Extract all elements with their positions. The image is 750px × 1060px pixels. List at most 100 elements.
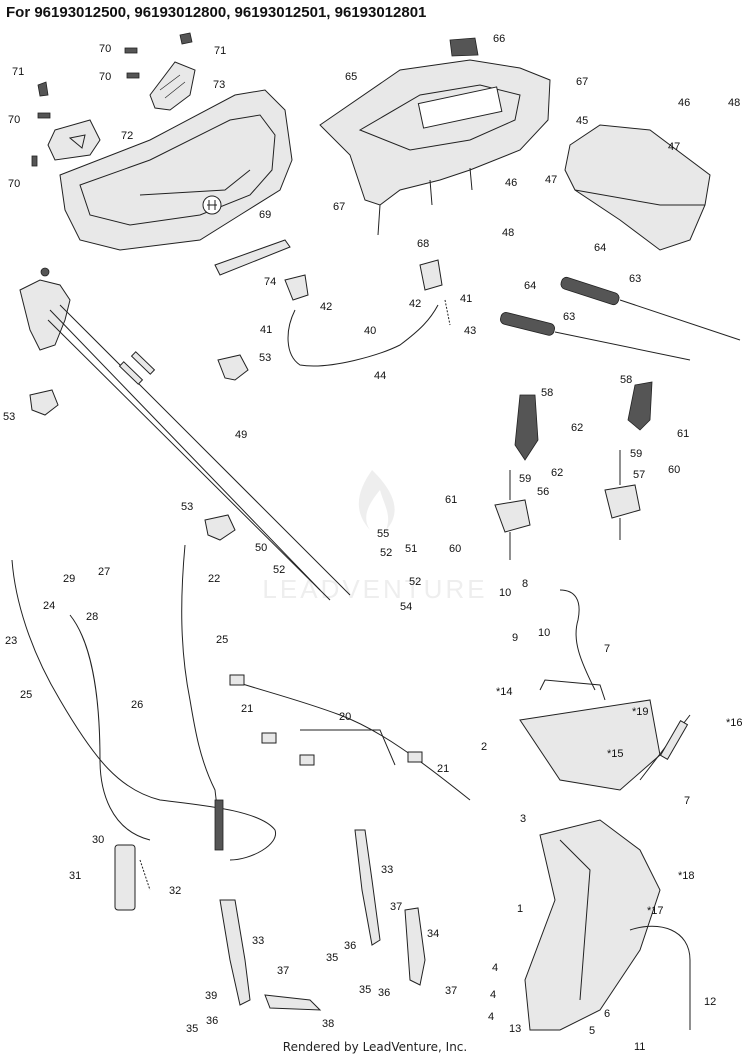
- callout-44: 44: [374, 370, 386, 382]
- callout-53: 53: [259, 352, 271, 364]
- callout-25: 25: [20, 689, 32, 701]
- footer-credit: Rendered by LeadVenture, Inc.: [282, 1040, 468, 1054]
- callout-55: 55: [377, 528, 389, 540]
- callout-22: 22: [208, 573, 220, 585]
- callout-68: 68: [417, 238, 429, 250]
- callout-52: 52: [273, 564, 285, 576]
- callout-40: 40: [364, 325, 376, 337]
- callout-61: 61: [677, 428, 689, 440]
- dash-panel-drawing: [59, 89, 293, 251]
- watermark-text: LEADVENTURE: [262, 574, 487, 604]
- callout-7: 7: [684, 795, 690, 807]
- callout-64: 64: [524, 280, 536, 292]
- callout-23: 23: [5, 635, 17, 647]
- callout-9: 9: [512, 632, 518, 644]
- callout-52: 52: [380, 547, 392, 559]
- callout-26: 26: [131, 699, 143, 711]
- callout-46: 46: [505, 177, 517, 189]
- callout-46: 46: [678, 97, 690, 109]
- callout-48: 48: [502, 227, 514, 239]
- callout-4: 4: [492, 962, 498, 974]
- callout-5: 5: [589, 1025, 595, 1037]
- callout-37: 37: [445, 985, 457, 997]
- callout-51: 51: [405, 543, 417, 555]
- callout-70: 70: [8, 114, 20, 126]
- callout-33: 33: [381, 864, 393, 876]
- callout-35: 35: [326, 952, 338, 964]
- callout-54: 54: [400, 601, 412, 613]
- callout-10: 10: [538, 627, 550, 639]
- callout-58: 58: [620, 374, 632, 386]
- callout-15: *15: [607, 748, 624, 760]
- diagram-title: For 96193012500, 96193012800, 9619301250…: [6, 4, 427, 21]
- callout-29: 29: [63, 573, 75, 585]
- callout-2: 2: [481, 741, 487, 753]
- levers-drawing: [494, 381, 653, 560]
- switch-and-light-drawings: [47, 61, 196, 161]
- callout-labels: 66 71 70 71 70 73 65 67 70 72 46 48 45 4…: [3, 33, 743, 1053]
- callout-74: 74: [264, 276, 276, 288]
- callout-70: 70: [99, 43, 111, 55]
- callout-25: 25: [216, 634, 228, 646]
- callout-48: 48: [728, 97, 740, 109]
- callout-53: 53: [3, 411, 15, 423]
- callout-21: 21: [437, 763, 449, 775]
- callout-56: 56: [537, 486, 549, 498]
- callout-24: 24: [43, 600, 55, 612]
- small-screws: [31, 32, 193, 167]
- callout-42: 42: [320, 301, 332, 313]
- callout-31: 31: [69, 870, 81, 882]
- callout-3: 3: [520, 813, 526, 825]
- wiring-harness-drawing: [229, 674, 471, 801]
- lower-levers-drawing: [219, 829, 426, 1011]
- plug-66-drawing: [449, 37, 479, 57]
- callout-37: 37: [390, 901, 402, 913]
- callout-10: 10: [499, 587, 511, 599]
- callout-27: 27: [98, 566, 110, 578]
- callout-6: 6: [604, 1008, 610, 1020]
- callout-59: 59: [519, 473, 531, 485]
- callout-53: 53: [181, 501, 193, 513]
- callout-63: 63: [629, 273, 641, 285]
- callout-34: 34: [427, 928, 439, 940]
- callout-33: 33: [252, 935, 264, 947]
- callout-35: 35: [186, 1023, 198, 1035]
- callout-71: 71: [214, 45, 226, 57]
- callout-11: 11: [634, 1041, 645, 1053]
- callout-20: 20: [339, 711, 351, 723]
- watermark: LEADVENTURE: [262, 470, 487, 604]
- callout-62: 62: [571, 422, 583, 434]
- callout-41: 41: [260, 324, 272, 336]
- chute-drawing: [519, 679, 691, 1031]
- callout-16: *16: [726, 717, 743, 729]
- callout-21: 21: [241, 703, 253, 715]
- callout-14: *14: [496, 686, 513, 698]
- callout-28: 28: [86, 611, 98, 623]
- callout-59: 59: [630, 448, 642, 460]
- callout-36: 36: [378, 987, 390, 999]
- chute-cover-drawing: [564, 124, 711, 251]
- hand-grips-drawing: [500, 276, 741, 361]
- callout-72: 72: [121, 130, 133, 142]
- callout-62: 62: [551, 467, 563, 479]
- callout-50: 50: [255, 542, 267, 554]
- callout-4: 4: [488, 1011, 494, 1023]
- callout-60: 60: [668, 464, 680, 476]
- cable-clips-drawing: [29, 354, 249, 541]
- callout-52: 52: [409, 576, 421, 588]
- cable-40-drawing: [284, 259, 451, 367]
- callout-36: 36: [206, 1015, 218, 1027]
- callout-4: 4: [490, 989, 496, 1001]
- control-cables-drawing: [11, 544, 276, 911]
- callout-63: 63: [563, 311, 575, 323]
- callout-69: 69: [259, 209, 271, 221]
- callout-35: 35: [359, 984, 371, 996]
- callout-60: 60: [449, 543, 461, 555]
- callout-41: 41: [460, 293, 472, 305]
- callout-71: 71: [12, 66, 24, 78]
- callout-70: 70: [8, 178, 20, 190]
- callout-47: 47: [668, 141, 680, 153]
- callout-13: 13: [509, 1023, 521, 1035]
- callout-65: 65: [345, 71, 357, 83]
